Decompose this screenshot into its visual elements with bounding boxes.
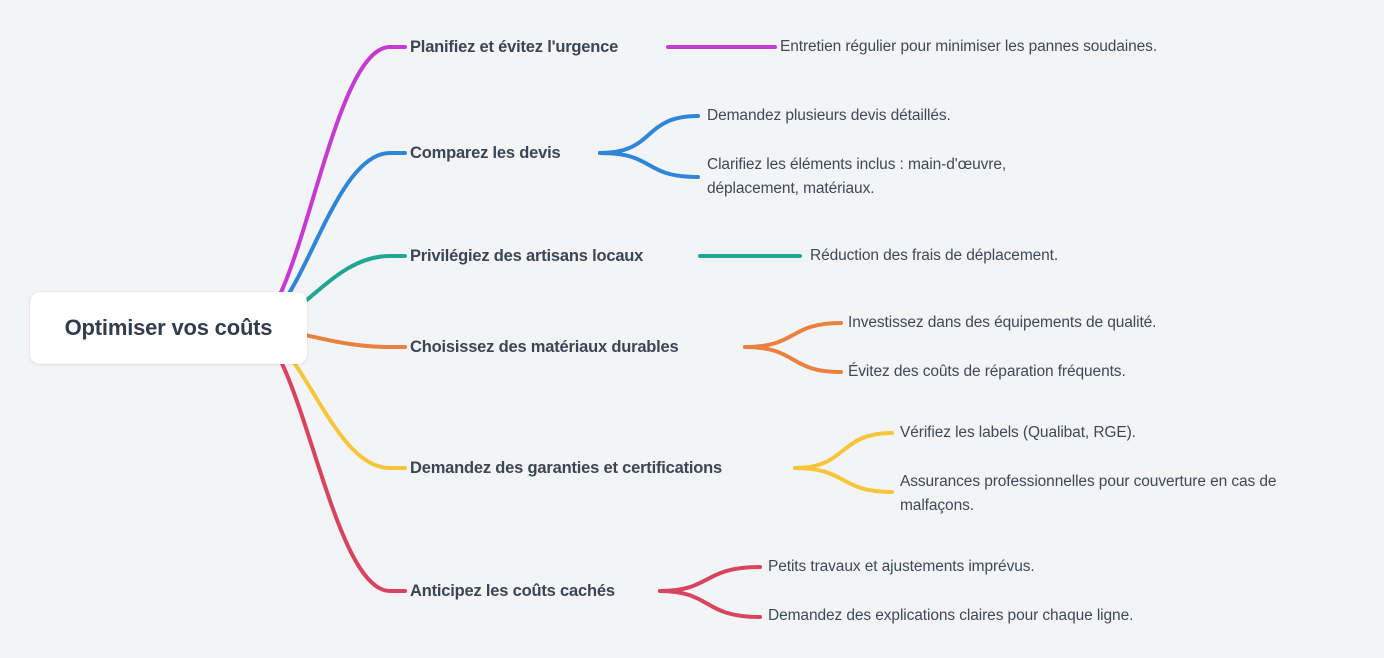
leaf-link-2-2 bbox=[598, 151, 700, 179]
root-node[interactable]: Optimiser vos coûts bbox=[30, 292, 307, 364]
leaf-node: Demandez plusieurs devis détaillés. bbox=[707, 107, 951, 124]
leaf-link-6-1 bbox=[658, 565, 762, 593]
leaf-node: Réduction des frais de déplacement. bbox=[810, 247, 1059, 264]
leaf-link-4-1 bbox=[743, 321, 843, 349]
root-node-label: Optimiser vos coûts bbox=[64, 315, 273, 340]
leaf-link-6-2 bbox=[658, 589, 762, 619]
leaf-node: Vérifiez les labels (Qualibat, RGE). bbox=[900, 424, 1136, 441]
leaf-link-2-1 bbox=[598, 114, 700, 155]
branch-node-garanties[interactable]: Demandez des garanties et certifications bbox=[410, 459, 723, 477]
leaf-link-5-1 bbox=[793, 431, 894, 470]
root-link-branch-6 bbox=[248, 326, 407, 593]
branch-node-planifiez[interactable]: Planifiez et évitez l'urgence bbox=[410, 38, 619, 56]
root-link-branch-1 bbox=[248, 45, 407, 330]
leaf-node: Évitez des coûts de réparation fréquents… bbox=[848, 363, 1126, 380]
leaf-link-4-2 bbox=[743, 345, 843, 374]
leaf-node: Entretien régulier pour minimiser les pa… bbox=[780, 38, 1158, 55]
leaf-node: Demandez des explications claires pour c… bbox=[768, 607, 1134, 624]
leaf-node: Investissez dans des équipements de qual… bbox=[848, 314, 1157, 331]
branch-node-artisans-locaux[interactable]: Privilégiez des artisans locaux bbox=[410, 247, 644, 265]
leaf-node: Petits travaux et ajustements imprévus. bbox=[768, 558, 1035, 575]
branch-node-comparez[interactable]: Comparez les devis bbox=[410, 144, 561, 162]
leaf-node: Clarifiez les éléments inclus : main-d'œ… bbox=[707, 156, 1007, 197]
leaf-link-5-2 bbox=[793, 466, 894, 494]
leaf-node: Assurances professionnelles pour couvert… bbox=[900, 473, 1277, 514]
branch-node-materiaux-durables[interactable]: Choisissez des matériaux durables bbox=[410, 338, 679, 356]
branch-node-couts-caches[interactable]: Anticipez les coûts cachés bbox=[410, 582, 615, 600]
